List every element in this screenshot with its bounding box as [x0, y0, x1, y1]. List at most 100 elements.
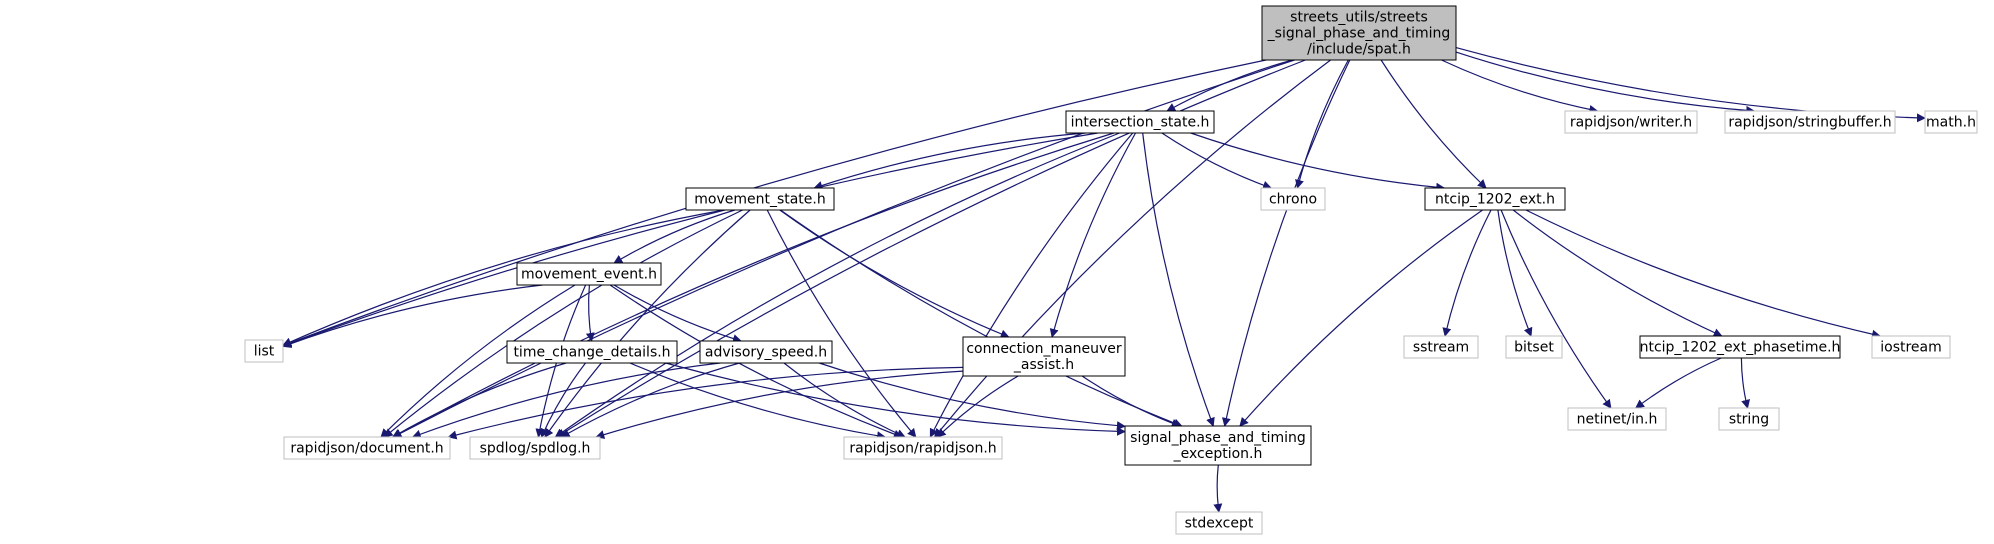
- edge-spat-to-ntcip-1202-ext: [1380, 59, 1487, 189]
- node-box-list: [244, 339, 284, 363]
- edge-connection-maneuver-assist-to-rapidjson-document: [447, 366, 964, 440]
- edge-spat-to-rapidjson-writer: [1441, 59, 1599, 114]
- node-box-iostream: [1871, 335, 1951, 359]
- node-math: math.h: [1924, 110, 1978, 134]
- node-box-string: [1718, 407, 1780, 431]
- node-rapidjson-rapidjson: rapidjson/rapidjson.h: [843, 436, 1003, 460]
- node-label-spat: streets_utils/streets: [1290, 10, 1428, 26]
- node-box-advisory-speed: [699, 340, 833, 364]
- node-bitset: bitset: [1505, 335, 1563, 359]
- node-label-bitset: bitset: [1514, 340, 1554, 356]
- edge-time-change-details-to-spdlog: [540, 362, 586, 438]
- node-spat[interactable]: streets_utils/streets_signal_phase_and_t…: [1261, 5, 1457, 61]
- node-label-stdexcept: stdexcept: [1185, 516, 1254, 532]
- edge-intersection-state-to-chrono: [1161, 132, 1272, 190]
- node-label-string: string: [1729, 412, 1769, 428]
- node-rapidjson-stringbuffer: rapidjson/stringbuffer.h: [1724, 110, 1896, 134]
- node-label-iostream: iostream: [1880, 340, 1942, 356]
- edge-advisory-speed-to-spdlog: [560, 362, 740, 438]
- edge-signal-phase-and-timing-exception-to-stdexcept: [1213, 464, 1223, 513]
- node-label-spdlog: spdlog/spdlog.h: [480, 441, 591, 457]
- node-ntcip-1202-ext[interactable]: ntcip_1202_ext.h: [1424, 187, 1566, 211]
- node-intersection-state[interactable]: intersection_state.h: [1065, 110, 1215, 134]
- edge-connection-maneuver-assist-to-rapidjson-rapidjson: [936, 375, 1019, 438]
- edge-ntcip-1202-ext-to-iostream: [1525, 209, 1881, 339]
- node-box-spat: [1261, 5, 1457, 61]
- node-label-rapidjson-writer: rapidjson/writer.h: [1570, 115, 1692, 131]
- edge-movement-state-to-signal-phase-and-timing-exception: [780, 209, 1183, 428]
- node-label-signal-phase-and-timing-exception: signal_phase_and_timing: [1130, 430, 1306, 446]
- edge-ntcip-1202-ext-phasetime-to-string: [1740, 357, 1751, 409]
- node-rapidjson-document: rapidjson/document.h: [283, 436, 451, 460]
- edge-movement-state-to-rapidjson-rapidjson: [766, 209, 917, 438]
- edge-time-change-details-to-rapidjson-rapidjson: [629, 362, 886, 441]
- node-label-sstream: sstream: [1413, 340, 1469, 356]
- node-label-netinet-in: netinet/in.h: [1577, 412, 1658, 428]
- node-time-change-details[interactable]: time_change_details.h: [506, 340, 678, 364]
- node-string: string: [1718, 407, 1780, 431]
- edge-intersection-state-to-rapidjson-rapidjson: [929, 132, 1134, 438]
- node-list: list: [244, 339, 284, 363]
- edge-time-change-details-to-signal-phase-and-timing-exception: [665, 362, 1126, 436]
- node-box-rapidjson-rapidjson: [843, 436, 1003, 460]
- edge-intersection-state-to-rapidjson-document: [392, 132, 1115, 438]
- node-label-time-change-details: time_change_details.h: [513, 345, 670, 361]
- edge-ntcip-1202-ext-to-bitset: [1497, 209, 1533, 337]
- edge-movement-state-to-spdlog: [544, 209, 751, 438]
- node-rapidjson-writer: rapidjson/writer.h: [1564, 110, 1698, 134]
- edge-advisory-speed-to-signal-phase-and-timing-exception: [819, 362, 1126, 431]
- node-label-signal-phase-and-timing-exception: _exception.h: [1173, 446, 1263, 462]
- edge-intersection-state-to-movement-state: [813, 132, 1086, 190]
- node-movement-event[interactable]: movement_event.h: [516, 262, 662, 286]
- node-advisory-speed[interactable]: advisory_speed.h: [699, 340, 833, 364]
- node-box-rapidjson-stringbuffer: [1724, 110, 1896, 134]
- node-box-math: [1924, 110, 1978, 134]
- node-box-connection-maneuver-assist: [962, 336, 1126, 377]
- node-connection-maneuver-assist[interactable]: connection_maneuver_assist.h: [962, 336, 1126, 377]
- header-file-nodes: streets_utils/streets_signal_phase_and_t…: [244, 5, 1978, 535]
- node-box-sstream: [1403, 335, 1479, 359]
- edge-ntcip-1202-ext-to-sstream: [1442, 209, 1492, 337]
- node-box-ntcip-1202-ext-phasetime: [1639, 335, 1841, 359]
- node-label-chrono: chrono: [1269, 192, 1317, 208]
- node-box-rapidjson-document: [283, 436, 451, 460]
- node-ntcip-1202-ext-phasetime[interactable]: ntcip_1202_ext_phasetime.h: [1639, 335, 1841, 359]
- node-label-rapidjson-stringbuffer: rapidjson/stringbuffer.h: [1728, 115, 1891, 131]
- node-box-time-change-details: [506, 340, 678, 364]
- node-box-intersection-state: [1065, 110, 1215, 134]
- edge-movement-event-to-advisory-speed: [613, 284, 742, 343]
- node-netinet-in: netinet/in.h: [1567, 407, 1667, 431]
- node-box-rapidjson-writer: [1564, 110, 1698, 134]
- edge-intersection-state-to-signal-phase-and-timing-exception: [1142, 132, 1215, 427]
- node-label-movement-state: movement_state.h: [694, 192, 826, 208]
- edge-ntcip-1202-ext-to-ntcip-1202-ext-phasetime: [1512, 209, 1723, 337]
- node-label-spat: _signal_phase_and_timing: [1267, 26, 1451, 42]
- node-box-signal-phase-and-timing-exception: [1124, 425, 1312, 466]
- edge-movement-event-to-rapidjson-rapidjson: [609, 284, 903, 439]
- node-signal-phase-and-timing-exception[interactable]: signal_phase_and_timing_exception.h: [1124, 425, 1312, 466]
- edge-connection-maneuver-assist-to-signal-phase-and-timing-exception: [1081, 375, 1181, 428]
- node-box-chrono: [1260, 187, 1326, 211]
- node-spdlog: spdlog/spdlog.h: [469, 436, 601, 460]
- node-label-rapidjson-rapidjson: rapidjson/rapidjson.h: [849, 441, 996, 457]
- edge-advisory-speed-to-rapidjson-document: [411, 362, 721, 439]
- node-movement-state[interactable]: movement_state.h: [685, 187, 835, 211]
- edge-spat-to-chrono: [1295, 59, 1349, 189]
- edge-movement-state-to-movement-event: [613, 209, 736, 264]
- edge-intersection-state-to-list: [282, 132, 1098, 348]
- edge-movement-event-to-rapidjson-document: [380, 284, 576, 438]
- node-label-ntcip-1202-ext: ntcip_1202_ext.h: [1435, 192, 1555, 208]
- edge-connection-maneuver-assist-to-spdlog: [595, 370, 964, 439]
- dependency-edges: [282, 47, 1926, 513]
- node-label-ntcip-1202-ext-phasetime: ntcip_1202_ext_phasetime.h: [1640, 340, 1841, 356]
- node-stdexcept: stdexcept: [1175, 511, 1263, 535]
- node-label-connection-maneuver-assist: connection_maneuver: [966, 341, 1122, 357]
- edge-spat-to-signal-phase-and-timing-exception: [1221, 59, 1351, 427]
- edge-intersection-state-to-spdlog: [554, 132, 1120, 438]
- edge-spat-to-spdlog: [556, 59, 1306, 438]
- edge-movement-state-to-connection-maneuver-assist: [779, 209, 1010, 339]
- node-box-movement-state: [685, 187, 835, 211]
- node-chrono: chrono: [1260, 187, 1326, 211]
- node-label-spat: /include/spat.h: [1307, 42, 1411, 58]
- node-box-ntcip-1202-ext: [1424, 187, 1566, 211]
